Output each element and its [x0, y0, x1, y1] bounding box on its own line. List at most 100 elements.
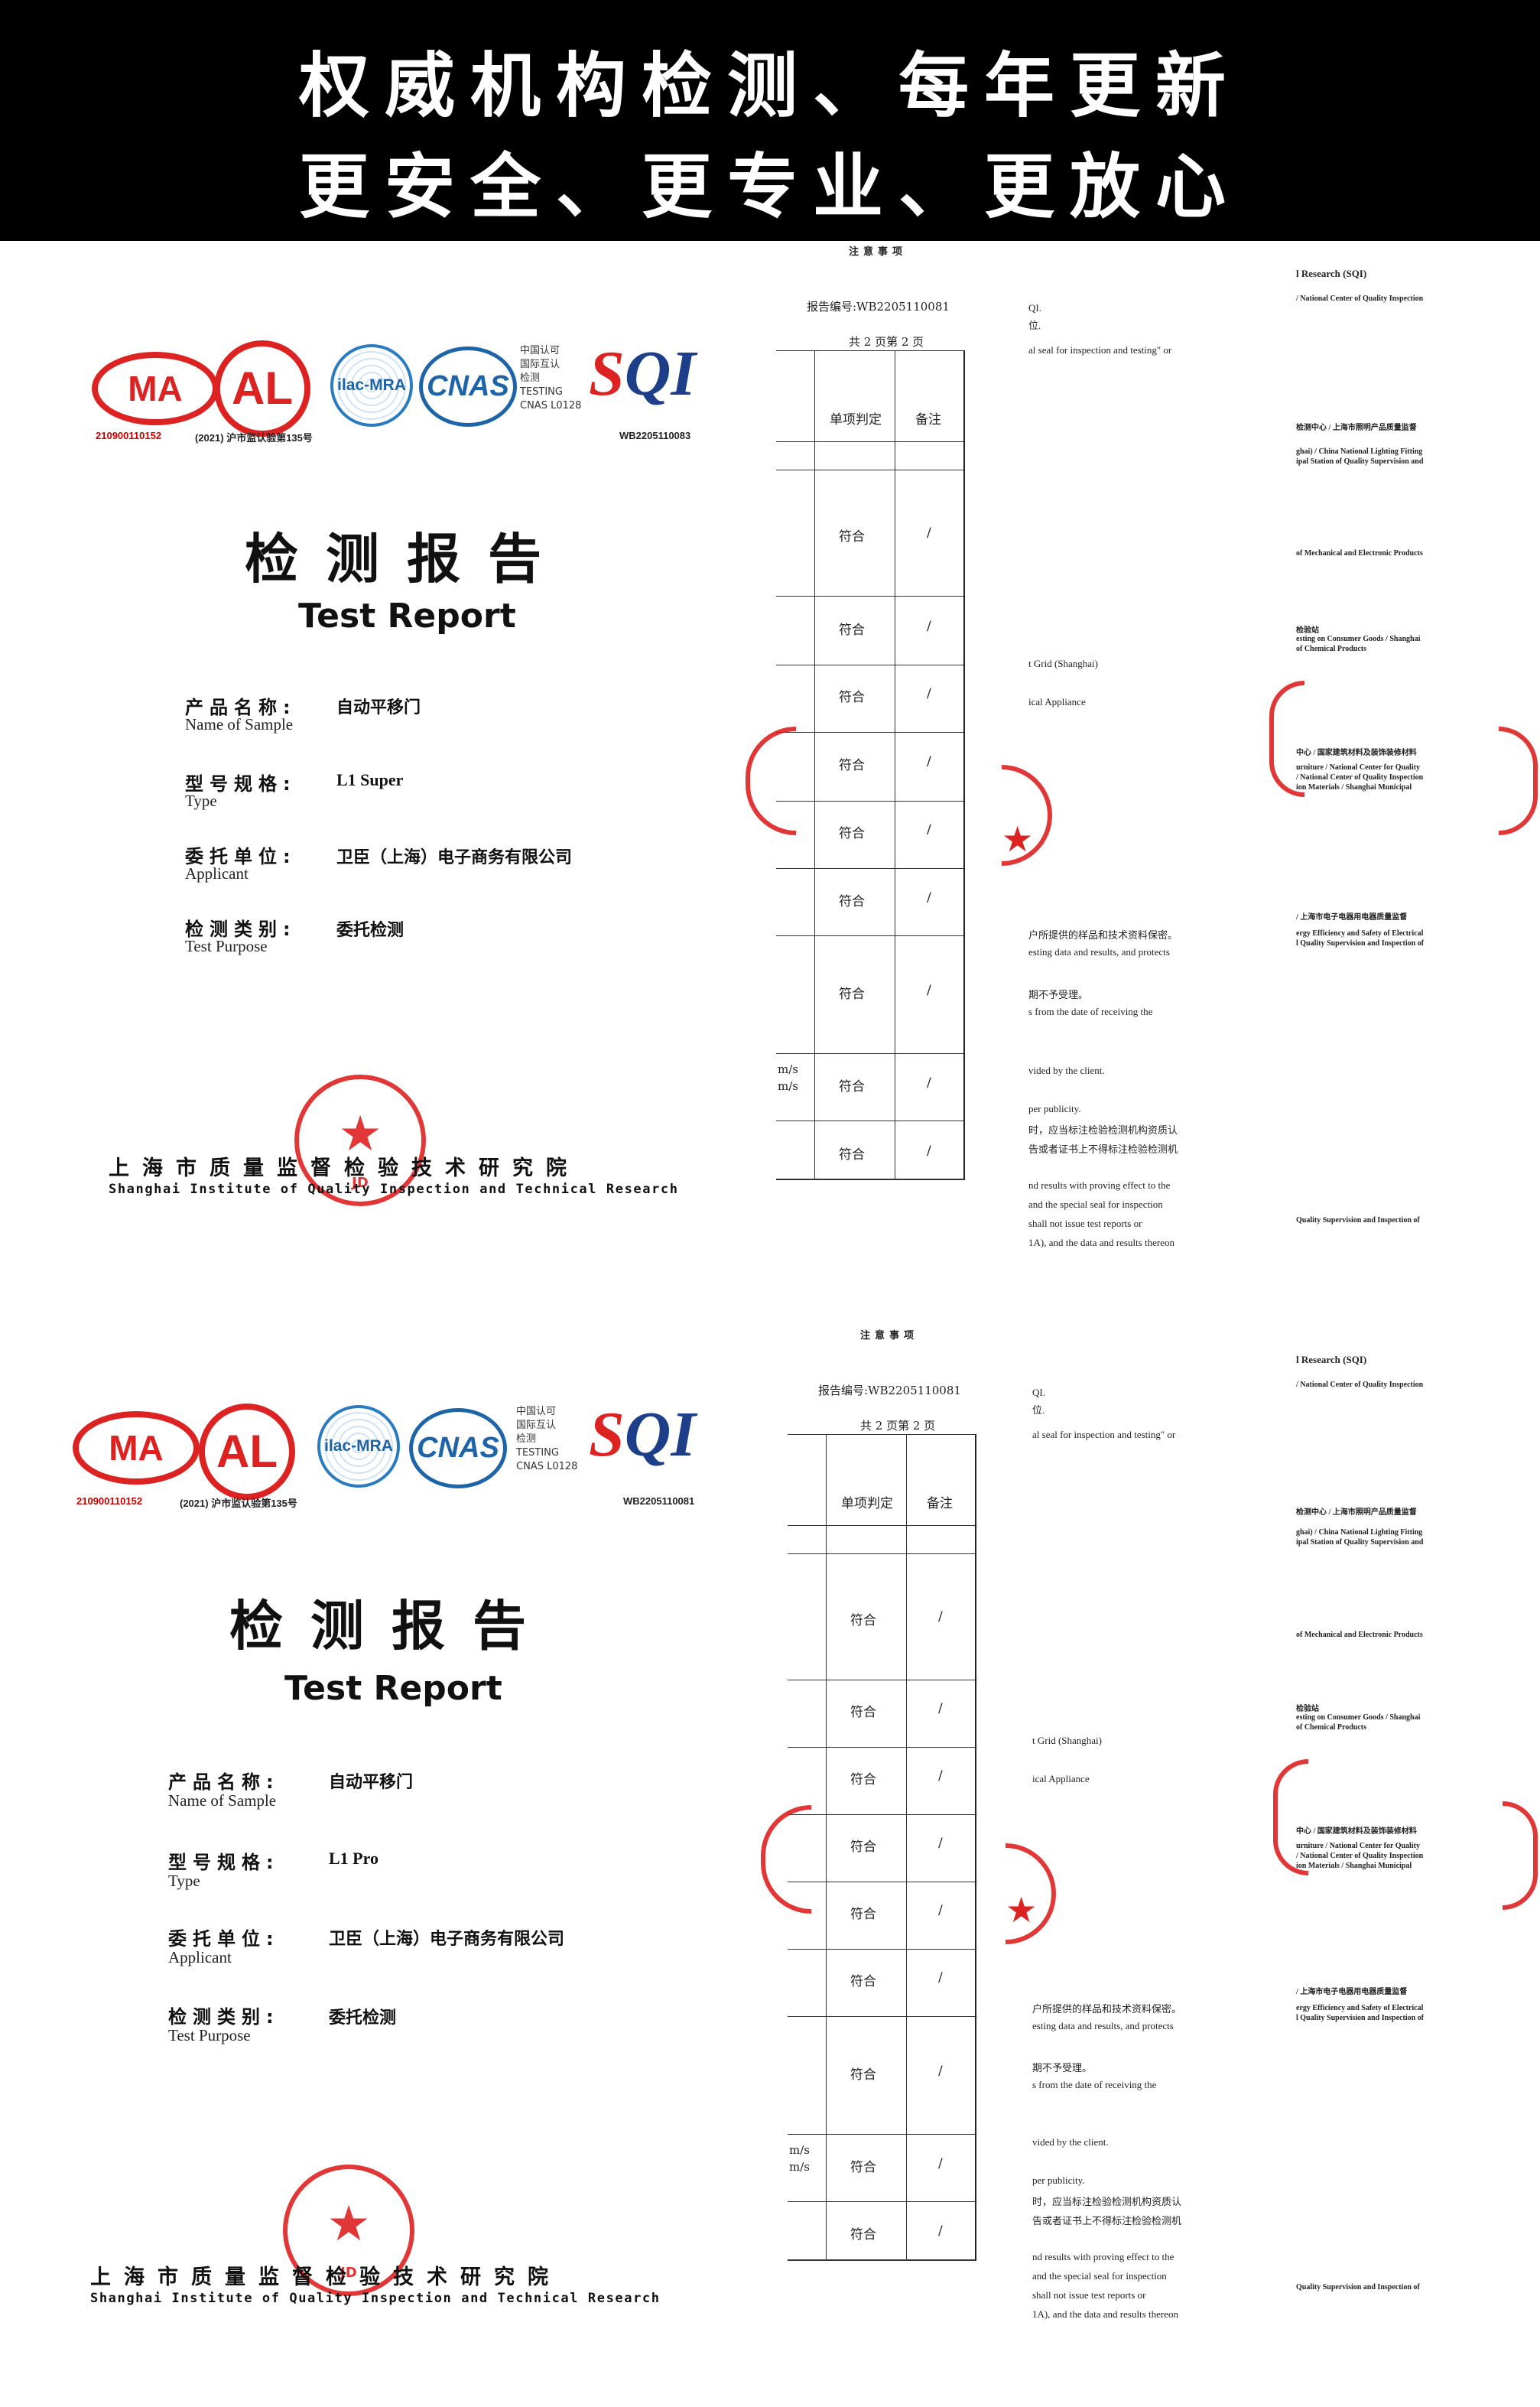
- note-cell: /: [927, 890, 931, 906]
- sqi-logo: SQI: [589, 338, 697, 409]
- field-value: 卫臣（上海）电子商务有限公司: [336, 848, 573, 867]
- unit-label: m/s: [778, 1079, 798, 1093]
- field-label-en: Applicant: [185, 864, 249, 883]
- unit-label: m/s: [778, 1062, 798, 1076]
- report-title-cn: 检测报告: [229, 1595, 554, 1657]
- partial-seal: [1499, 727, 1538, 835]
- report-title-en: Test Report: [298, 597, 516, 636]
- org-line: urniture / National Center for Quality: [1296, 1842, 1420, 1850]
- note-cell: /: [938, 1768, 943, 1784]
- note-cell: /: [927, 525, 931, 541]
- verdict-cell: 符合: [839, 758, 865, 773]
- note-line: shall not issue test reports or: [1032, 2289, 1146, 2301]
- institute-name-cn: 上海市质量监督检验技术研究院: [90, 2266, 561, 2289]
- field-label-cn: 委托单位:: [185, 846, 297, 867]
- partial-seal: [1269, 681, 1304, 797]
- cnas-logo: CNAS: [409, 1408, 507, 1488]
- org-list-page-1: l Research (SQI) / National Center of Qu…: [1292, 268, 1468, 1262]
- note-line: 1A), and the data and results thereon: [1028, 1237, 1174, 1248]
- note-line: vided by the client.: [1028, 1065, 1105, 1076]
- org-line: ghai) / China National Lighting Fitting: [1296, 1528, 1423, 1537]
- seal-star-icon: ★: [1002, 818, 1034, 860]
- report-number: 报告编号:WB2205110081: [807, 300, 950, 314]
- field-label-en: Type: [185, 792, 217, 810]
- verdict-cell: 符合: [850, 1705, 876, 1720]
- verdict-cell: 符合: [850, 1907, 876, 1922]
- note-cell: /: [927, 822, 931, 838]
- org-line: l Quality Supervision and Inspection of: [1296, 939, 1424, 948]
- org-line: 中心 / 国家建筑材料及装饰装修材料: [1296, 749, 1417, 757]
- field-label-en: Name of Sample: [185, 715, 294, 733]
- field-label-en: Test Purpose: [168, 2026, 251, 2044]
- result-table: 单项判定 备注 符合/ 符合/ 符合/ 符合/ 符合/ 符合/ 符合/ 符合/ …: [788, 1434, 976, 2261]
- verdict-cell: 符合: [839, 529, 865, 545]
- note-line: ical Appliance: [1028, 696, 1086, 707]
- field-value: 委托检测: [336, 921, 404, 940]
- verdict-cell: 符合: [850, 2160, 876, 2175]
- note-line: esting data and results, and protects: [1028, 946, 1170, 958]
- note-cell: /: [938, 1903, 943, 1918]
- ilac-mra-logo: ilac-MRA: [317, 1405, 400, 1488]
- org-line: of Mechanical and Electronic Products: [1296, 1631, 1423, 1639]
- note-line: 1A), and the data and results thereon: [1032, 2308, 1178, 2320]
- org-line: esting on Consumer Goods / Shanghai: [1296, 1713, 1421, 1722]
- column-header-note: 备注: [915, 412, 941, 428]
- verdict-cell: 符合: [839, 623, 865, 638]
- org-line: l Quality Supervision and Inspection of: [1296, 2014, 1424, 2022]
- field-label-en: Type: [168, 1872, 200, 1890]
- cma-reg-number: 210900110152: [76, 1495, 143, 1507]
- org-line: of Mechanical and Electronic Products: [1296, 549, 1423, 558]
- note-cell: /: [938, 1836, 943, 1851]
- partial-seal: [761, 1805, 811, 1914]
- note-line: QI.: [1028, 302, 1041, 314]
- sqi-report-number: WB2205110081: [623, 1495, 695, 1507]
- org-line: esting on Consumer Goods / Shanghai: [1296, 635, 1421, 643]
- cal-logo: AL: [199, 1404, 295, 1500]
- cal-logo: AL: [214, 340, 310, 437]
- partial-seal: [1503, 1801, 1538, 1910]
- banner-line-2: 更安全、更专业、更放心: [298, 146, 1241, 228]
- field-label-en: Test Purpose: [185, 937, 268, 955]
- note-line: al seal for inspection and testing" or: [1028, 344, 1172, 356]
- org-line: 检测中心 / 上海市照明产品质量监督: [1296, 1508, 1417, 1517]
- field-label-cn: 型号规格:: [168, 1852, 280, 1873]
- column-header-verdict: 单项判定: [830, 412, 882, 428]
- page-heading: 注意事项: [849, 246, 908, 258]
- field-label-en: Applicant: [168, 1948, 232, 1966]
- note-line: nd results with proving effect to the: [1028, 1179, 1171, 1191]
- report-number: 报告编号:WB2205110081: [818, 1384, 961, 1397]
- verdict-cell: 符合: [839, 987, 865, 1002]
- sqi-report-number: WB2205110083: [619, 430, 691, 441]
- note-line: esting data and results, and protects: [1032, 2020, 1174, 2031]
- org-line: / 上海市电子电器用电器质量监督: [1296, 913, 1408, 922]
- note-line: 时，应当标注检验检测机构资质认: [1032, 2196, 1182, 2207]
- org-line: ion Materials / Shanghai Municipal: [1296, 783, 1412, 792]
- note-line: and the special seal for inspection: [1032, 2270, 1167, 2282]
- institute-name-en: Shanghai Institute of Quality Inspection…: [109, 1182, 679, 1197]
- official-seal: ★JD: [294, 1075, 426, 1206]
- note-cell: /: [938, 1970, 943, 1986]
- note-line: nd results with proving effect to the: [1032, 2251, 1174, 2262]
- note-cell: /: [927, 1075, 931, 1091]
- notes-page-2: QI. 位. al seal for inspection and testin…: [1028, 1383, 1258, 2347]
- promo-banner: 权威机构检测、每年更新 更安全、更专业、更放心: [0, 0, 1540, 241]
- verdict-cell: 符合: [850, 1974, 876, 1989]
- org-line: ion Materials / Shanghai Municipal: [1296, 1862, 1412, 1870]
- note-line: per publicity.: [1028, 1103, 1081, 1114]
- note-line: al seal for inspection and testing" or: [1032, 1429, 1176, 1440]
- org-line: l Research (SQI): [1296, 1354, 1367, 1365]
- field-label-en: Name of Sample: [168, 1791, 277, 1810]
- result-table-page-2: 注意事项 报告编号:WB2205110081 共 2 页第 2 页 单项判定 备…: [788, 1327, 1017, 2275]
- org-line: of Chemical Products: [1296, 645, 1367, 653]
- note-line: 时，应当标注检验检测机构资质认: [1028, 1124, 1178, 1136]
- note-line: per publicity.: [1032, 2174, 1085, 2186]
- note-cell: /: [927, 983, 931, 998]
- ilac-mra-logo: ilac-MRA: [330, 344, 413, 427]
- verdict-cell: 符合: [839, 1079, 865, 1095]
- cma-logo: MA: [73, 1411, 200, 1485]
- field-label-cn: 型号规格:: [185, 773, 297, 795]
- note-line: 户所提供的样品和技术资料保密。: [1028, 929, 1178, 941]
- result-table: 单项判定 备注 符合/ 符合/ 符合/ 符合/ 符合/ 符合/ 符合/ 符合/ …: [776, 350, 965, 1180]
